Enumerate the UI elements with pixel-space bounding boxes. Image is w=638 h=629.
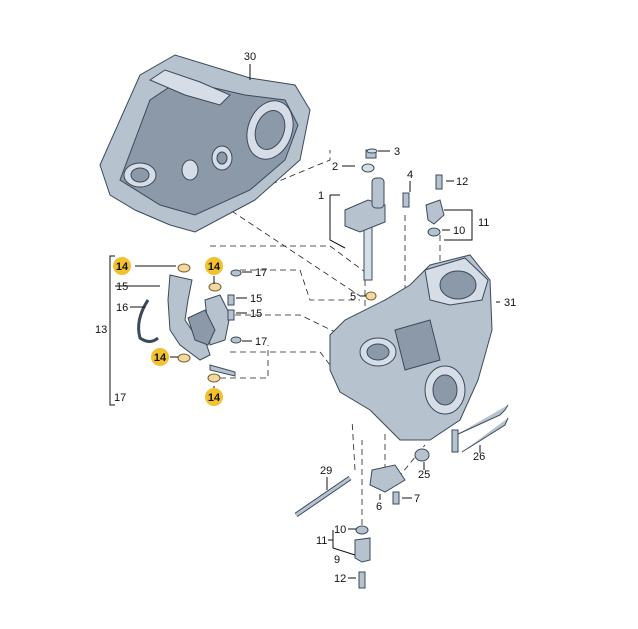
label-14-d: 14 (208, 392, 221, 404)
label-14-c: 14 (154, 352, 167, 364)
callout-14-b (205, 257, 223, 275)
label-26: 26 (473, 451, 485, 463)
label-31: 31 (504, 297, 516, 309)
label-14-b: 14 (208, 261, 221, 273)
label-15-a: 15 (116, 281, 128, 293)
label-2: 2 (332, 161, 338, 173)
label-17-a: 17 (255, 267, 267, 279)
label-5: 5 (350, 291, 356, 303)
small-hardware (354, 148, 445, 589)
callout-14-a (113, 257, 131, 275)
part-labels: 30 3 2 1 4 12 11 10 14 14 14 14 17 17 17… (95, 51, 516, 585)
label-17-c: 17 (114, 392, 126, 404)
label-15-c: 15 (250, 308, 262, 320)
label-4: 4 (407, 169, 413, 181)
label-10-bottom: 10 (334, 524, 346, 536)
label-1: 1 (318, 190, 324, 202)
callout-14-d (205, 388, 223, 406)
label-7: 7 (414, 493, 420, 505)
label-9: 9 (334, 554, 340, 566)
selector-shaft-1 (344, 163, 386, 281)
label-14-a: 14 (116, 261, 129, 273)
highlight-callouts (113, 257, 223, 406)
rod-29 (294, 475, 352, 518)
label-11-top: 11 (478, 217, 489, 229)
callout-14-c (151, 348, 169, 366)
label-30: 30 (244, 51, 256, 63)
shift-rods-26 (451, 404, 509, 453)
label-6: 6 (376, 501, 382, 513)
label-11-bottom: 11 (316, 535, 327, 547)
label-13: 13 (95, 324, 107, 336)
label-16: 16 (116, 302, 128, 314)
label-10-top: 10 (453, 225, 465, 237)
label-29: 29 (320, 465, 332, 477)
label-12-top: 12 (456, 176, 468, 188)
leader-lines (109, 64, 500, 579)
label-17-b: 17 (255, 336, 267, 348)
housing-31 (329, 254, 493, 441)
label-12-bottom: 12 (334, 573, 346, 585)
label-3: 3 (394, 146, 400, 158)
label-25: 25 (418, 469, 430, 481)
label-15-b: 15 (250, 293, 262, 305)
selector-fork-13 (137, 263, 242, 383)
housing-30 (99, 54, 311, 233)
